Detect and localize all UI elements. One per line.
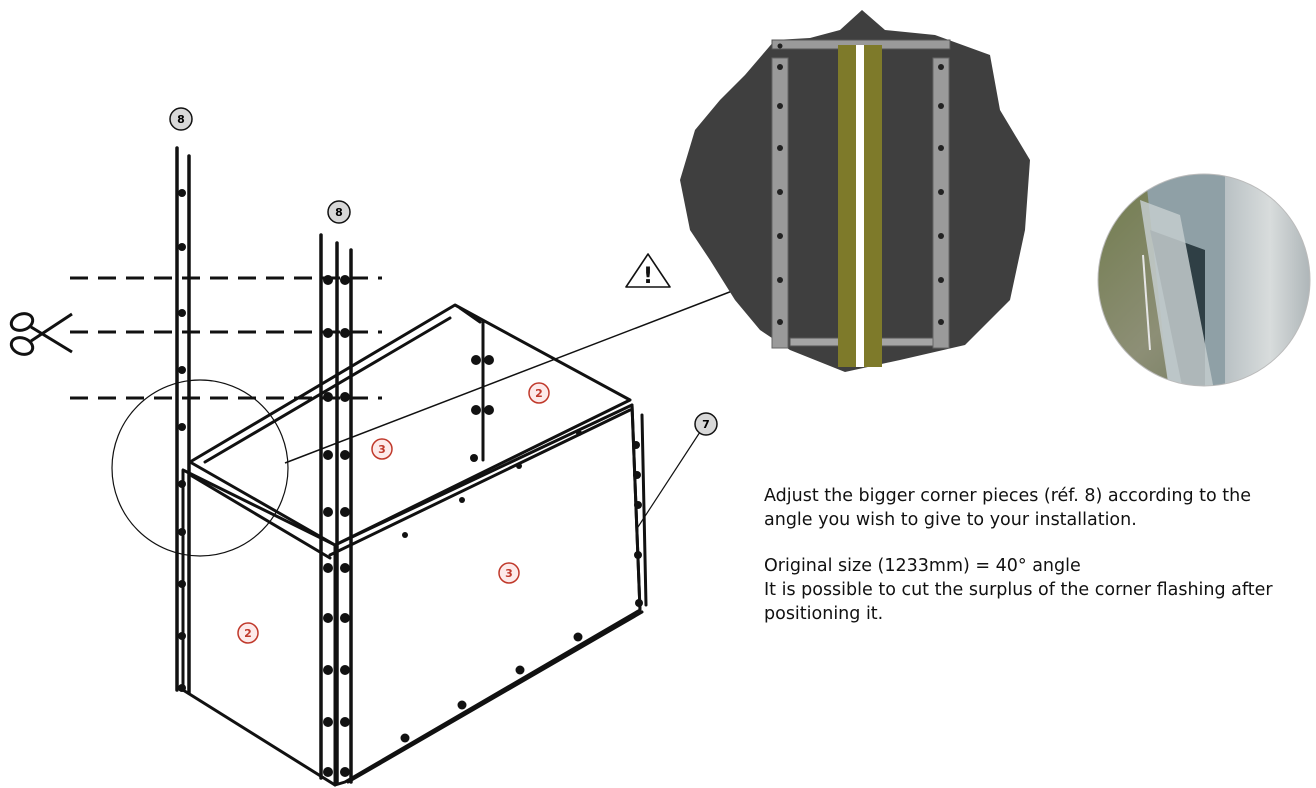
- warning-symbol: !: [643, 264, 653, 289]
- instruction-paragraph-1: Adjust the bigger corner pieces (réf. 8)…: [764, 486, 1251, 530]
- instruction-cut-surplus: It is possible to cut the surplus of the…: [764, 580, 1273, 624]
- detail-screws: [777, 43, 944, 325]
- detail-left-rail: [771, 57, 789, 349]
- part-label-3-front: 3: [498, 562, 520, 584]
- top-panel: [188, 303, 632, 547]
- rim-line: [458, 306, 482, 324]
- bolts: [400, 355, 643, 743]
- ref-7-label: 7: [702, 418, 710, 431]
- warning-triangle-icon: !: [625, 253, 671, 289]
- callout-ref-7: 7: [635, 412, 718, 531]
- instructions-text: Adjust the bigger corner pieces (réf. 8)…: [764, 484, 1304, 648]
- instruction-paragraph-2: Original size (1233mm) = 40° angle It is…: [764, 554, 1304, 626]
- part-label-2-top: 2: [528, 382, 550, 404]
- front-panel: [333, 403, 642, 787]
- photo-border: [1097, 173, 1311, 387]
- callout-ref-8-right: 8: [327, 200, 351, 224]
- corner-piece-left-bolts: [178, 189, 186, 692]
- detail-leader-line: [284, 287, 741, 464]
- detail-circle: [111, 379, 289, 557]
- rim-line: [203, 316, 452, 464]
- part-label-2-side: 2: [237, 622, 259, 644]
- scissors-icon: [9, 312, 73, 356]
- instruction-size-angle: Original size (1233mm) = 40° angle: [764, 556, 1081, 576]
- ref-8-left-label: 8: [177, 113, 185, 126]
- right-upright: [640, 413, 648, 607]
- part-label-3-roof: 3: [371, 438, 393, 460]
- ref-8-right-label: 8: [335, 206, 343, 219]
- part-3-roof-text: 3: [378, 443, 386, 456]
- corner-piece-left: [175, 146, 191, 695]
- bottom-edge: [346, 610, 644, 784]
- rim-line: [190, 474, 332, 560]
- detail-right-rail: [932, 57, 950, 349]
- callout-ref-8-left: 8: [169, 107, 193, 131]
- detail-stripe-center: [856, 45, 864, 367]
- cut-lines: [70, 276, 382, 400]
- detail-view: [680, 10, 1030, 372]
- corner-piece-right-bolts: [323, 275, 350, 777]
- box-body: [181, 303, 648, 787]
- part-3-front-text: 3: [505, 567, 513, 580]
- part-2-side-text: 2: [244, 627, 252, 640]
- photo-detail: [1098, 174, 1310, 386]
- detail-stripe: [864, 45, 882, 367]
- detail-stripe: [838, 45, 856, 367]
- part-2-top-text: 2: [535, 387, 543, 400]
